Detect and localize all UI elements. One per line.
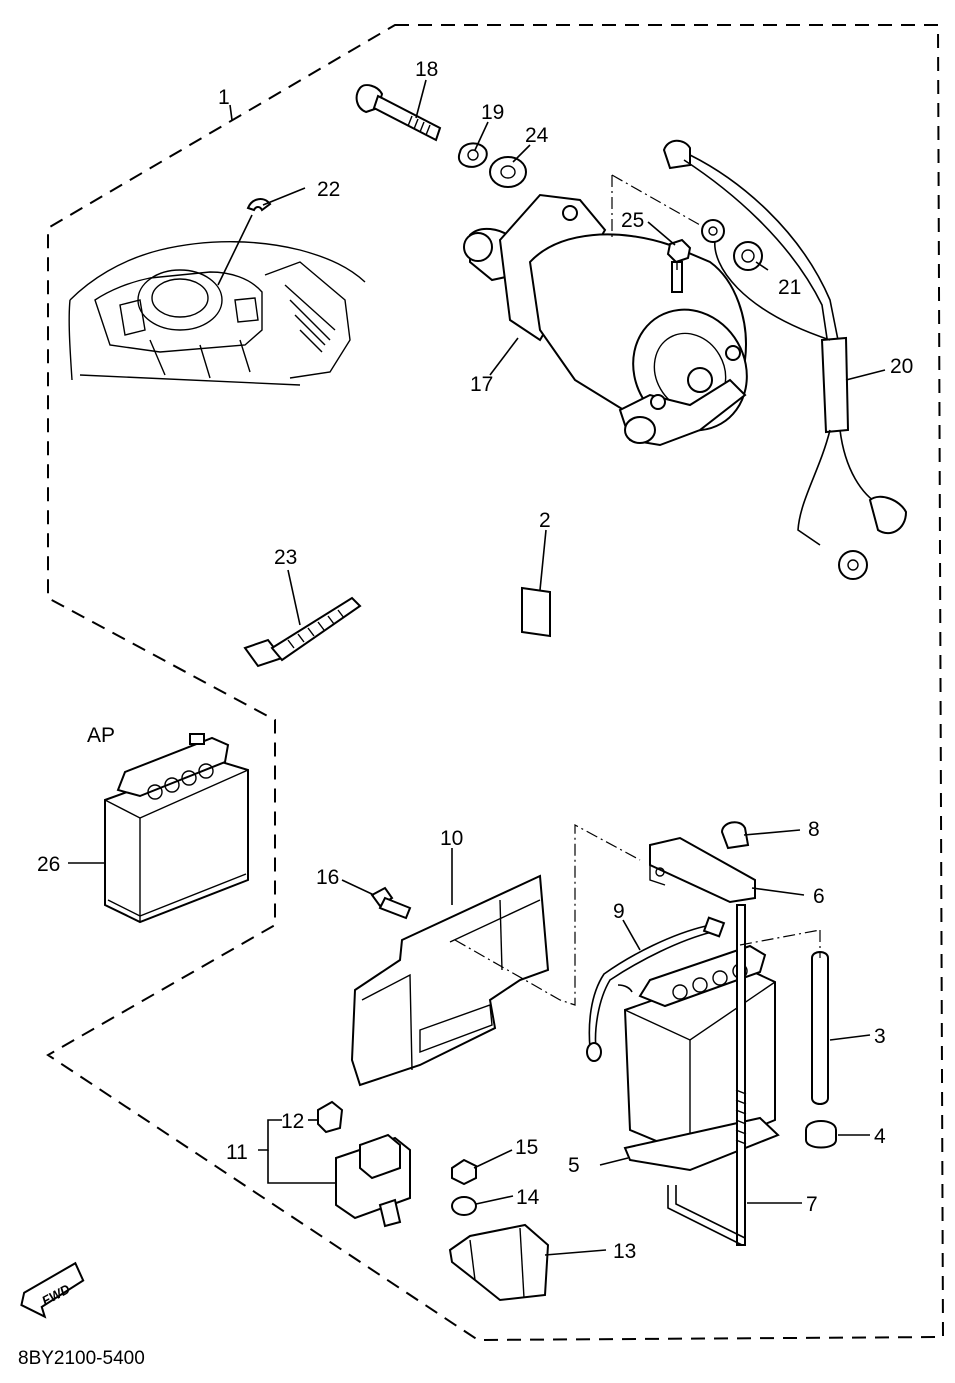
- rod-part-7: [667, 904, 747, 1246]
- cable-tie-part-23: [243, 596, 362, 668]
- callout-21: 21: [778, 276, 801, 299]
- bolt-part-18: [355, 84, 442, 142]
- cap-nut-part-8: [720, 821, 750, 850]
- callout-3: 3: [874, 1025, 886, 1048]
- leader-lines: [68, 79, 886, 1256]
- callout-6: 6: [813, 885, 825, 908]
- fwd-arrow-icon: [20, 1261, 85, 1319]
- callout-9: 9: [613, 900, 625, 923]
- callout-12: 12: [281, 1110, 304, 1133]
- grommet-part-4: [805, 1120, 837, 1149]
- callout-20: 20: [890, 355, 913, 378]
- clip-part-12: [317, 1100, 344, 1134]
- cap-part-21: [733, 241, 763, 271]
- callout-8: 8: [808, 818, 820, 841]
- callout-26: 26: [37, 853, 60, 876]
- callout-17: 17: [470, 373, 493, 396]
- engine-case-illustration: [68, 241, 366, 386]
- callout-15: 15: [515, 1136, 538, 1159]
- callout-22: 22: [317, 178, 340, 201]
- label-part-2: [521, 586, 551, 638]
- callout-16: 16: [316, 866, 339, 889]
- callout-25: 25: [621, 209, 644, 232]
- screw-part-16: [370, 886, 412, 920]
- callout-11: 11: [226, 1141, 248, 1164]
- callout-1: 1: [218, 86, 230, 109]
- battery-cover-part-10: [350, 874, 550, 1087]
- tube-part-3: [811, 951, 829, 1105]
- callout-labels: 1 18 19 24 22 25 21 20 17 2 23 AP 26 10 …: [18, 58, 913, 1369]
- nut-part-15: [451, 1158, 477, 1186]
- battery-lead-part-9: [586, 916, 726, 1062]
- callout-ap: AP: [87, 724, 115, 747]
- starter-motor-part-17: [463, 193, 748, 447]
- callout-13: 13: [613, 1240, 636, 1263]
- kit-boundary: [46, 24, 945, 1342]
- callout-4: 4: [874, 1125, 886, 1148]
- callout-5: 5: [568, 1154, 580, 1177]
- callout-7: 7: [806, 1193, 818, 1216]
- callout-18: 18: [415, 58, 438, 81]
- callout-14: 14: [516, 1186, 540, 1209]
- lock-washer-part-19: [457, 142, 488, 168]
- washer-part-14: [451, 1196, 477, 1216]
- rectifier-part-13: [448, 1223, 550, 1302]
- callout-19: 19: [481, 101, 504, 124]
- bracket-part-6: [649, 836, 756, 904]
- diagram-code: 8BY2100-5400: [18, 1348, 145, 1369]
- callout-23: 23: [274, 546, 297, 569]
- battery-part-26: [104, 733, 249, 924]
- relay-part-11: [335, 1133, 411, 1228]
- nut-part-25: [666, 238, 692, 264]
- callout-10: 10: [440, 827, 463, 850]
- callout-2: 2: [539, 509, 551, 532]
- callout-24: 24: [525, 124, 549, 147]
- clip-part-22: [246, 198, 272, 212]
- starter-lead-part-20: [662, 139, 908, 580]
- washer-part-24: [489, 156, 527, 188]
